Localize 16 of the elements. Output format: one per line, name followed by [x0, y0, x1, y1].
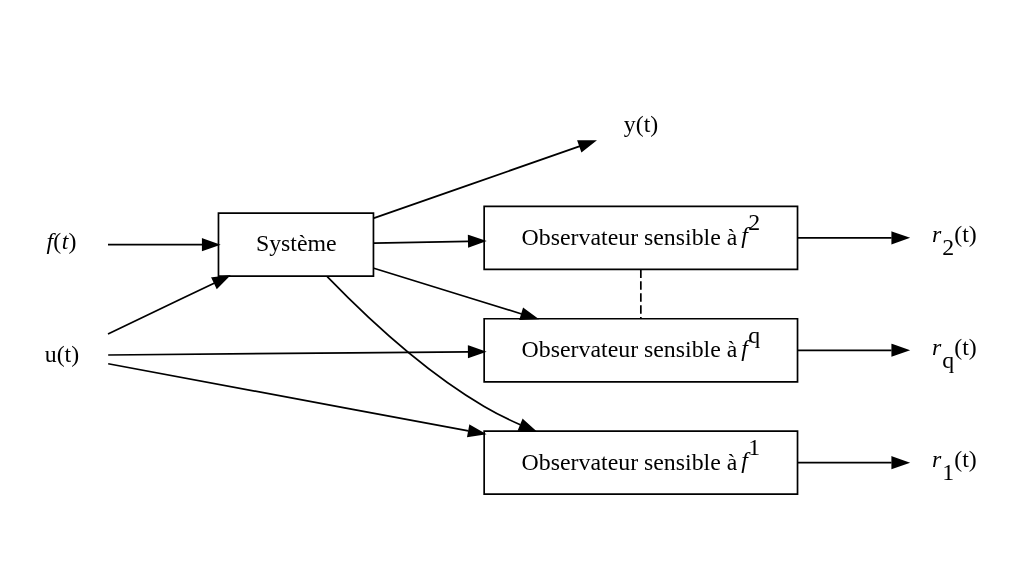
- arrow: [373, 266, 540, 320]
- arrow: [107, 344, 487, 358]
- arrow: [797, 230, 911, 244]
- arrow: [107, 362, 487, 437]
- arrow: [373, 139, 597, 219]
- node-box: Système: [217, 211, 375, 277]
- node-text: f(t): [46, 227, 77, 254]
- node-text: y(t): [623, 110, 659, 137]
- arrow: [373, 234, 487, 248]
- arrow: [107, 274, 231, 335]
- arrow: [797, 343, 911, 357]
- connector: [640, 268, 642, 320]
- arrow: [326, 275, 538, 432]
- arrow: [797, 455, 911, 469]
- node-text: u(t): [44, 340, 80, 367]
- arrow: [107, 237, 221, 251]
